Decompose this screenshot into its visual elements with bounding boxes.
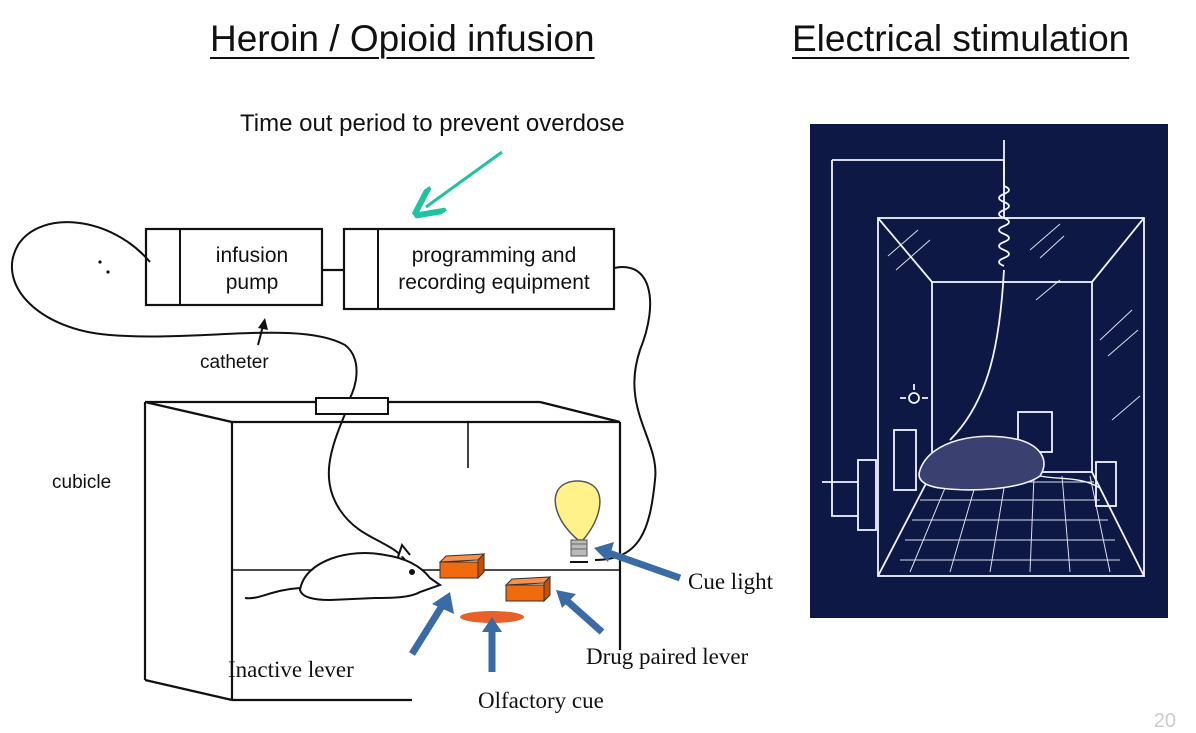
cubicle-label: cubicle [52,472,111,493]
infusion-pump-label-1: infusion [216,244,288,267]
heading-electrical-stimulation: Electrical stimulation [792,18,1130,59]
electrical-stimulation-illustration [810,124,1168,618]
timeout-period-label: Time out period to prevent overdose [240,110,625,137]
cubicle [143,400,622,702]
arrow-to-olfactory-cue [482,617,502,672]
rat-catheter [327,413,406,561]
slide-number: 20 [1153,710,1176,732]
cue-light-bulb-icon [554,480,601,563]
infusion-pump-label-2: pump [226,271,279,294]
recording-wire [594,265,657,561]
infusion-pump-box: infusion pump [144,227,324,307]
olfactory-cue-label: Olfactory cue [478,688,604,713]
blue-arrows [409,542,682,672]
inactive-lever [438,552,486,580]
drug-paired-lever [504,575,552,603]
arrow-to-drug-lever [556,590,605,635]
arrow-to-inactive-lever [409,592,454,656]
timeout-arrow [426,150,503,207]
catheter-label: catheter [200,352,269,373]
programming-recording-box: programming and recording equipment [342,227,616,311]
arrow-to-cue-light [594,542,682,582]
inactive-lever-label: Inactive lever [228,657,354,682]
catheter-port [315,397,389,415]
cue-light-label: Cue light [688,569,773,594]
heading-heroin-opioid-infusion: Heroin / Opioid infusion [210,18,595,59]
programming-label-2: recording equipment [398,271,590,294]
catheter-loop [11,221,358,406]
drug-paired-lever-label: Drug paired lever [586,644,749,669]
programming-label-1: programming and [412,244,577,267]
rat-stim-icon [918,435,1101,491]
rat-icon [244,542,443,602]
